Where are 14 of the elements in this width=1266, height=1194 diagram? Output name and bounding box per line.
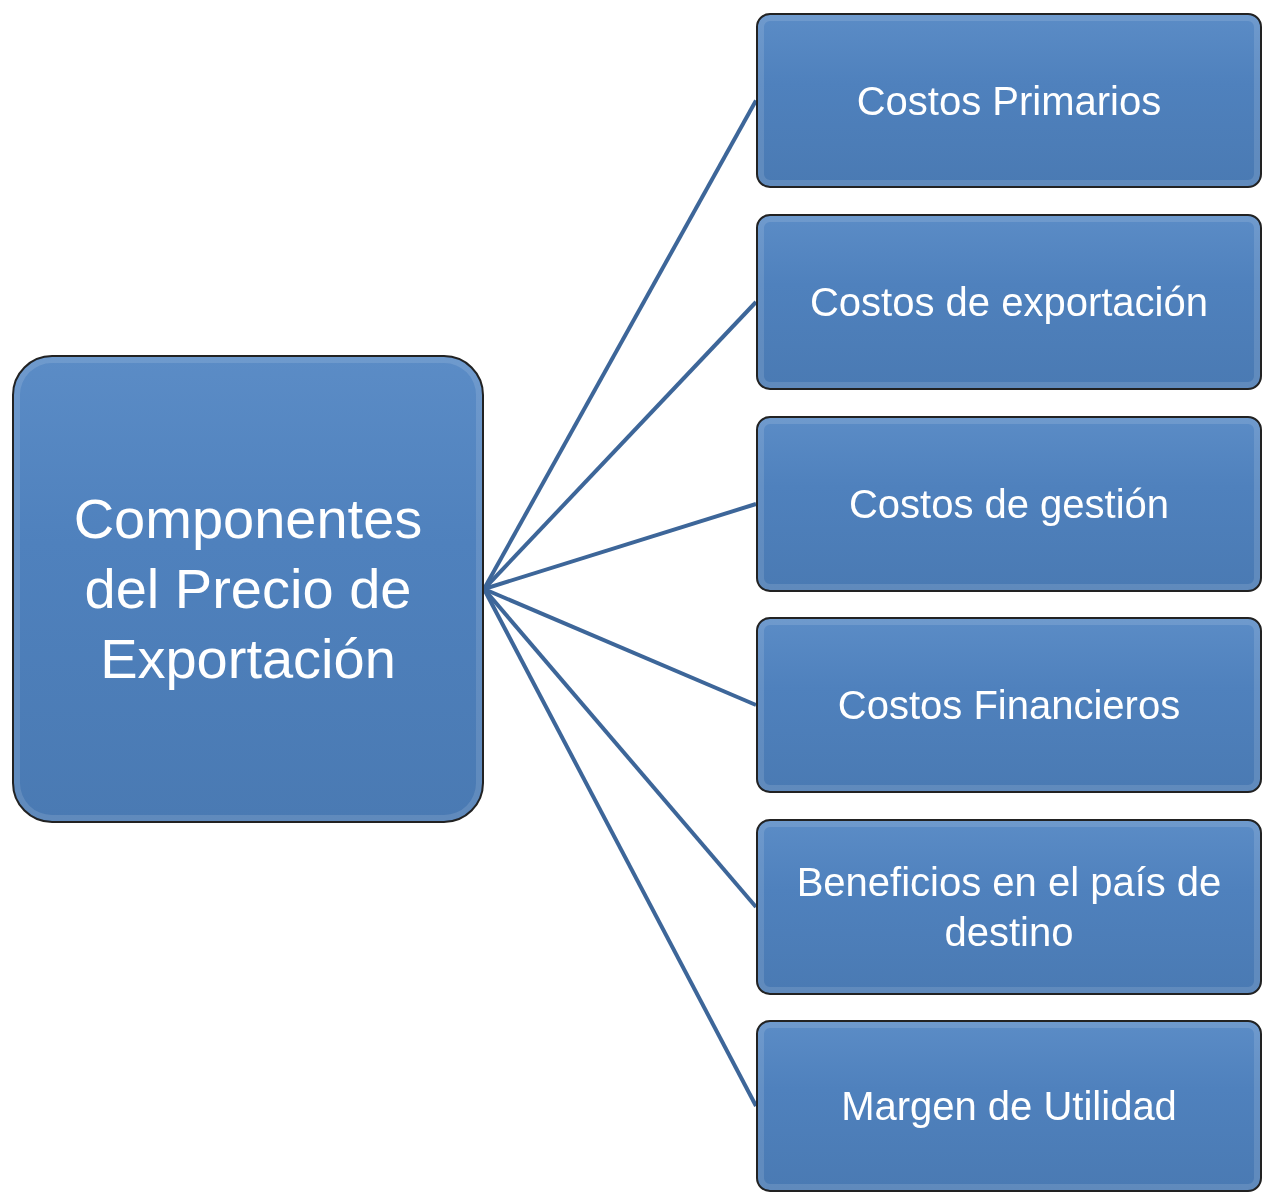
process-box <box>756 1020 1262 1192</box>
process-box <box>756 416 1262 592</box>
node-label: Costos Financieros <box>837 682 1181 729</box>
node-label: Costos de gestión <box>848 481 1170 528</box>
process-box <box>756 13 1262 188</box>
node-label: Costos de exportación <box>810 279 1208 326</box>
process-box <box>756 819 1262 995</box>
node-label: Componentes del Precio de Exportación <box>72 486 424 692</box>
process-box <box>756 214 1262 390</box>
process-box <box>756 617 1262 793</box>
node-label: Beneficios en el país de destino <box>795 859 1223 956</box>
node-label: Costos Primarios <box>856 77 1162 125</box>
process-box <box>12 355 484 823</box>
node-label: Margen de Utilidad <box>841 1083 1177 1130</box>
